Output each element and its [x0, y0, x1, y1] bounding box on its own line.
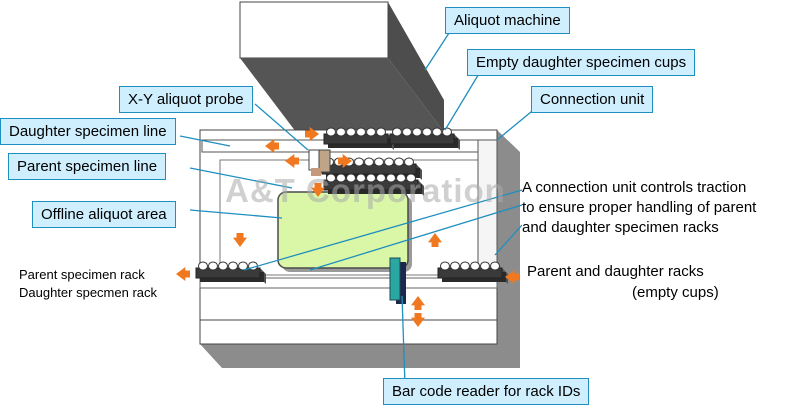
rack-mid-lower [323, 173, 424, 196]
daughter-specimen-line-label: Daughter specimen line [0, 118, 176, 145]
table-front-panel [199, 319, 498, 345]
parent-daughter-racks-label: Parent and daughter racks [527, 263, 704, 280]
connection-note-line-3: and daughter specimen racks [522, 219, 719, 236]
rack-top-right [389, 127, 460, 150]
arrow-mid-right [338, 154, 352, 168]
rack-bottom-left [195, 261, 266, 284]
arrow-reader-up [411, 296, 425, 310]
bar-code-reader [389, 257, 406, 304]
empty-cups-label: (empty cups) [632, 284, 719, 301]
leader-lines [179, 29, 538, 386]
rack-top-left [323, 127, 394, 150]
arrow-left-down [233, 233, 247, 247]
arrow-enter-right [505, 270, 519, 284]
connection-note-line-2: to ensure proper handling of parent [522, 199, 757, 216]
bottom-rack-lane [199, 277, 498, 289]
specimen-racks [195, 127, 508, 284]
empty-daughter-cups-label: Empty daughter specimen cups [467, 49, 696, 76]
arrow-right-up [428, 233, 442, 247]
watermark-text: A&T Corporation [225, 172, 506, 209]
daughter-specimen-rack-label: Daughter specmen rack [19, 285, 158, 300]
arrow-probe-down [311, 183, 325, 197]
arrow-exit-left [176, 267, 190, 281]
arrow-parent-line-left [285, 154, 299, 168]
xy-aliquot-probe-label: X-Y aliquot probe [119, 86, 253, 113]
xy-aliquot-probe [308, 149, 331, 176]
connection-unit-note: A connection unit controls traction to e… [522, 178, 757, 238]
connection-unit-label: Connection unit [531, 86, 654, 113]
offline-aliquot-area [277, 191, 412, 272]
connection-note-line-1: A connection unit controls traction [522, 179, 747, 196]
aliquot-machine-block [239, 1, 444, 132]
parent-specimen-line-label: Parent specimen line [8, 153, 167, 180]
flow-arrows [176, 127, 519, 327]
arrow-probe-to-cups [305, 127, 319, 141]
bar-code-reader-label: Bar code reader for rack IDs [383, 378, 590, 405]
rack-bottom-right [437, 261, 508, 284]
parent-specimen-rack-label: Parent specimen rack [19, 267, 145, 282]
arrow-daughter-line-left [265, 139, 279, 153]
aliquot-machine-label: Aliquot machine [445, 7, 570, 34]
offline-aliquot-area-label: Offline aliquot area [32, 201, 176, 228]
arrow-reader-down [411, 313, 425, 327]
connection-unit-panel [477, 139, 498, 281]
